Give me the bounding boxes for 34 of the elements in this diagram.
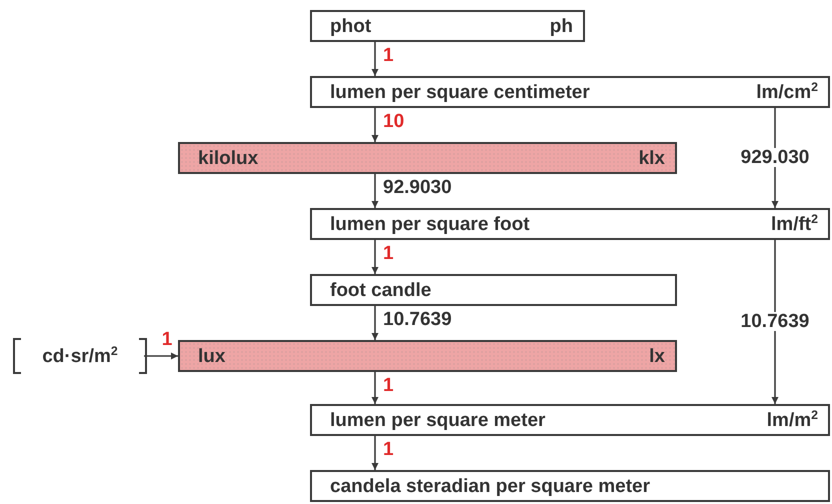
arrow (372, 306, 378, 340)
unit-symbol: ph (550, 16, 573, 36)
unit-name: cd·sr/m$^{2}$ (42, 346, 118, 366)
edge-label: 10.7639 (740, 312, 810, 331)
arrow (372, 42, 378, 76)
arrow (372, 436, 378, 470)
unit-name: kilolux (198, 148, 258, 168)
edge-label: 929.030 (740, 148, 810, 167)
unit-symbol: klx (638, 148, 665, 168)
arrow (144, 352, 178, 360)
unit-box (310, 10, 585, 42)
arrow (372, 174, 378, 208)
unit-name: lumen per square foot (330, 214, 530, 234)
unit-symbol: lm/m$^{2}$ (766, 410, 818, 430)
arrow (772, 240, 778, 404)
unit-box (310, 470, 830, 502)
unit-box (310, 208, 830, 240)
unit-name: lumen per square centimeter (330, 82, 590, 102)
arrow (372, 108, 378, 142)
arrow (372, 372, 378, 404)
unit-box (178, 340, 677, 372)
unit-box (310, 76, 830, 108)
unit-box (310, 404, 830, 436)
unit-symbol: lm/cm$^{2}$ (756, 82, 818, 102)
unit-name: lumen per square meter (330, 410, 546, 430)
unit-box (310, 274, 677, 306)
unit-box (178, 142, 677, 174)
unit-name: phot (330, 16, 372, 36)
unit-name: lux (198, 346, 226, 366)
arrow (372, 240, 378, 274)
unit-symbol: lx (649, 346, 665, 366)
unit-name: foot candle (330, 280, 432, 300)
unit-symbol: lm/ft$^{2}$ (771, 214, 818, 234)
unit-name: candela steradian per square meter (330, 476, 650, 496)
